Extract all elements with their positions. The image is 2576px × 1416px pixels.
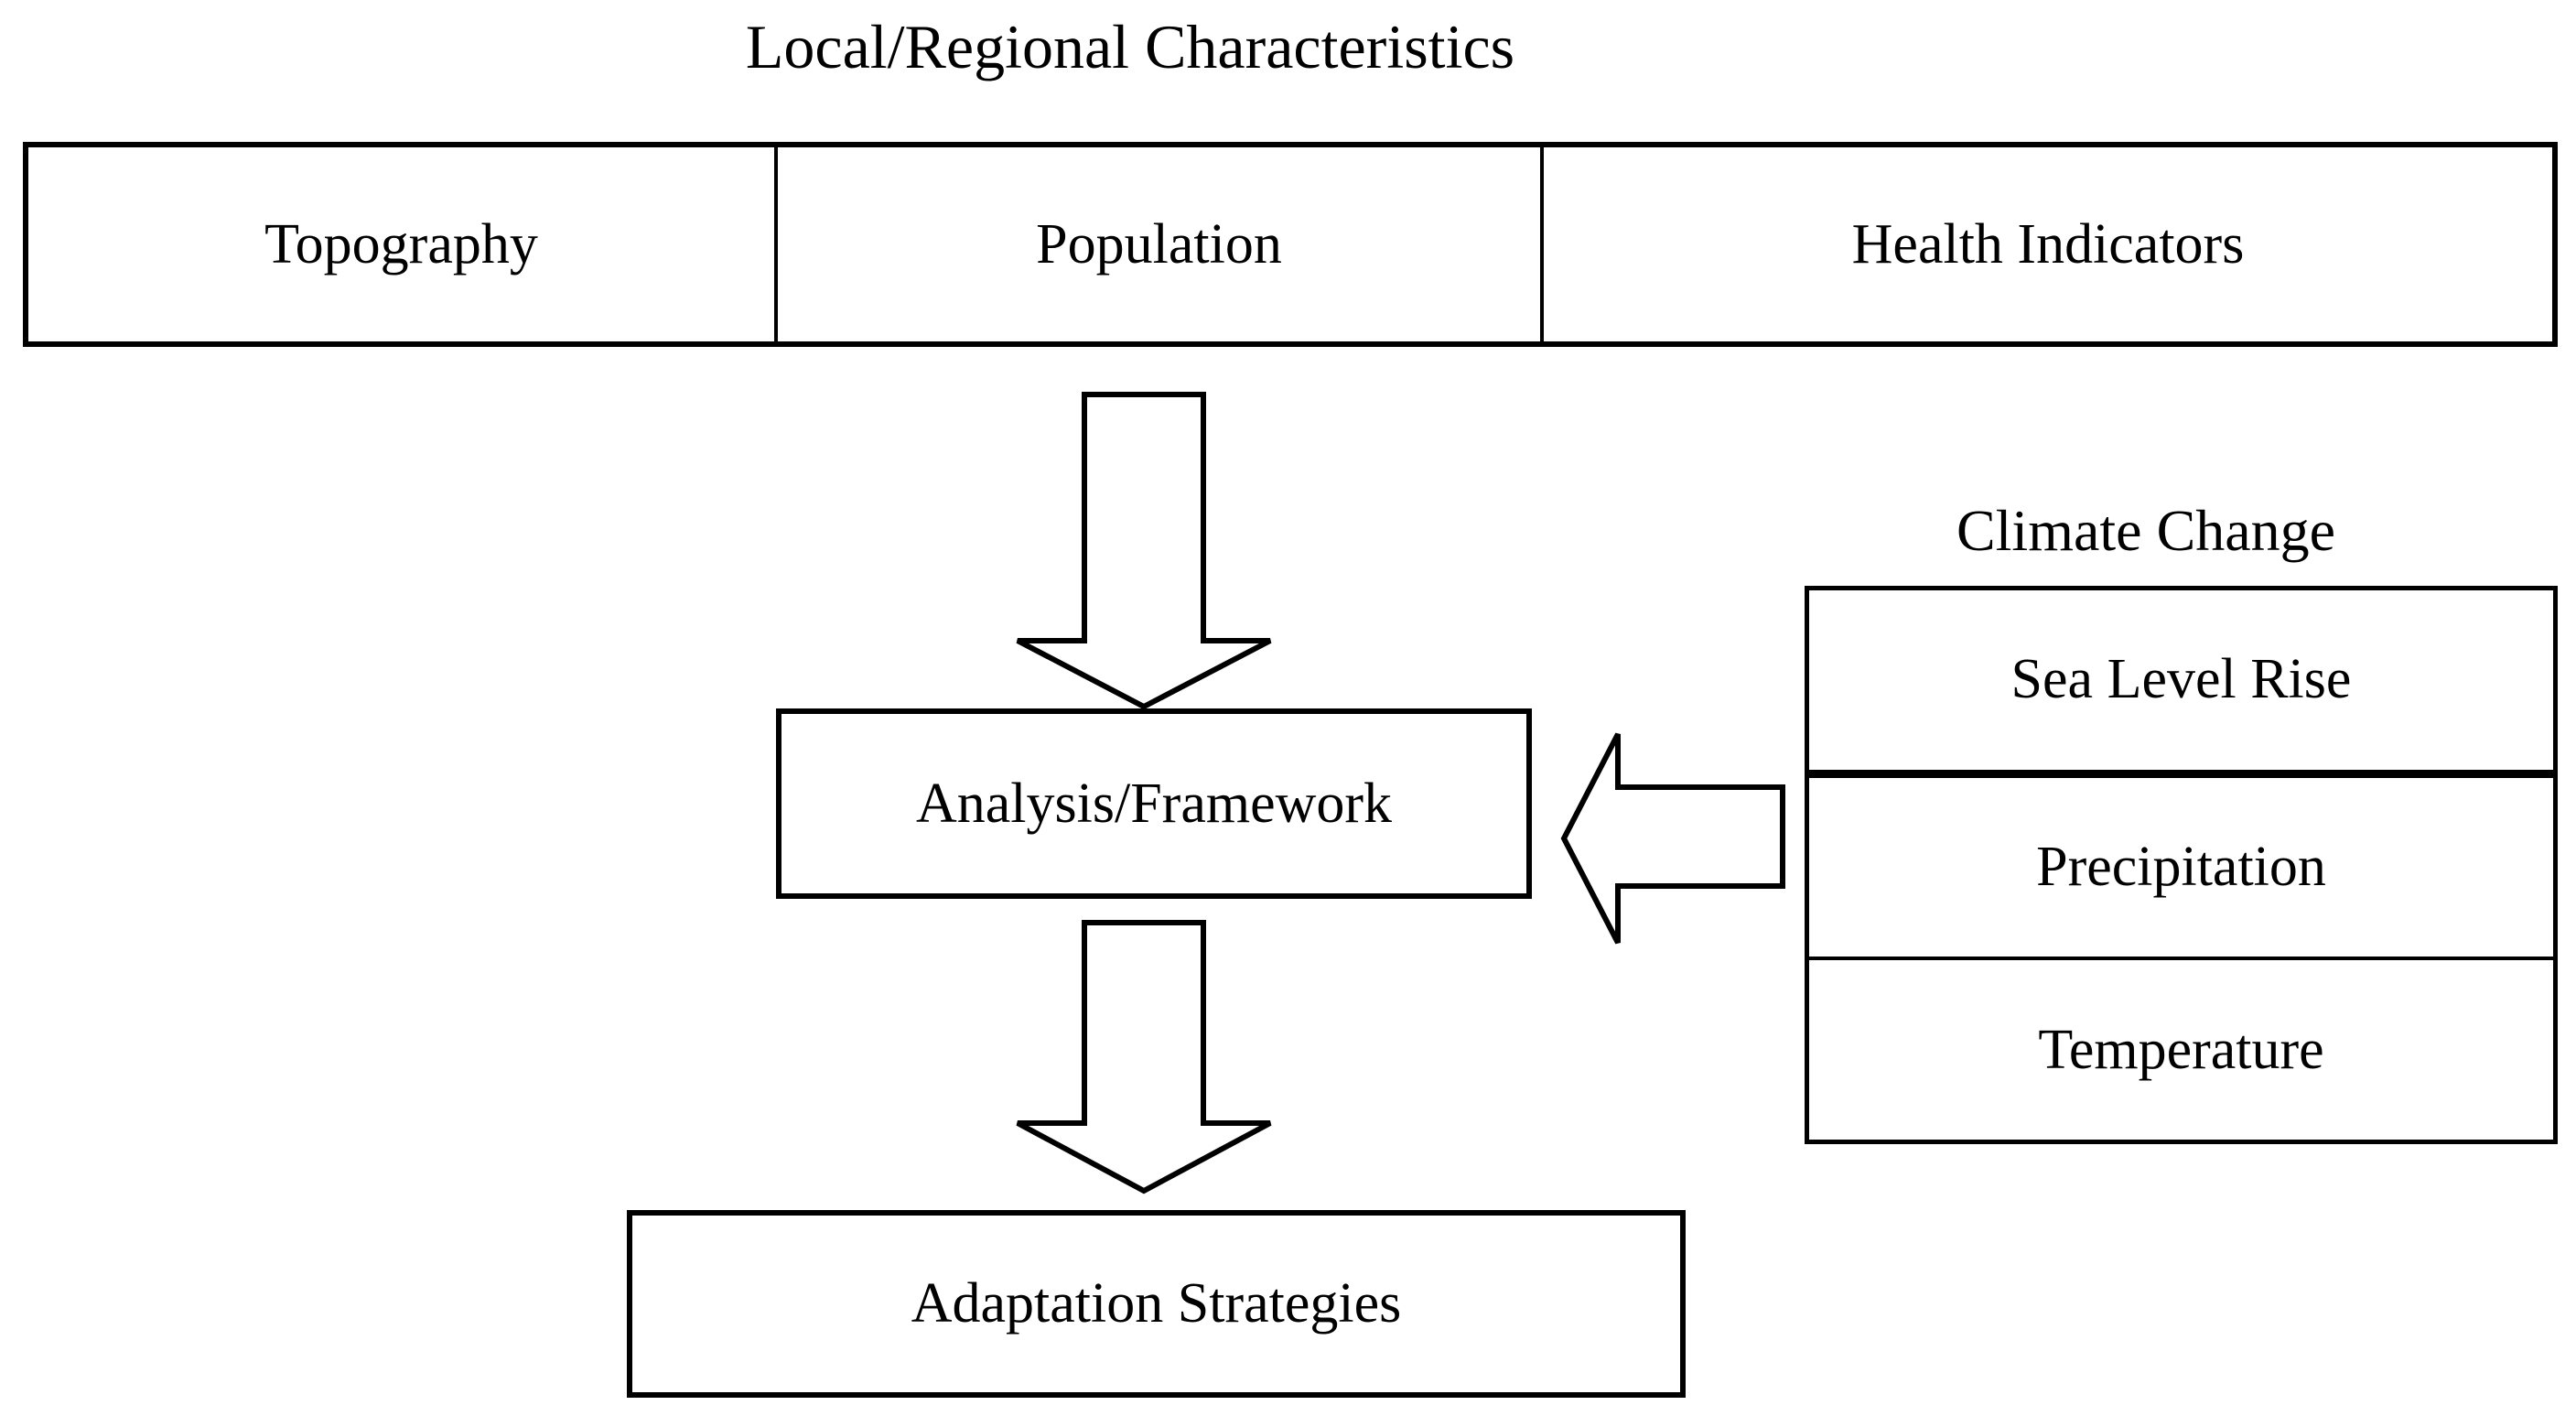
table-row-sea-level-rise: Sea Level Rise xyxy=(2010,648,2352,711)
climate-change-table: Sea Level Rise Precipitation Temperature xyxy=(1805,586,2558,1144)
adaptation-strategies-box: Adaptation Strategies xyxy=(627,1210,1686,1398)
local-regional-characteristics-title: Local/Regional Characteristics xyxy=(745,12,1515,81)
adaptation-strategies-label: Adaptation Strategies xyxy=(911,1272,1402,1335)
down-arrow-icon xyxy=(1016,920,1272,1194)
climate-change-title: Climate Change xyxy=(1956,498,2336,563)
analysis-framework-label: Analysis/Framework xyxy=(915,772,1393,835)
table-row-precipitation: Precipitation xyxy=(1809,769,2553,957)
left-arrow-icon xyxy=(1560,732,1785,945)
table-row-temperature: Temperature xyxy=(1809,957,2553,1140)
local-characteristics-table: Topography Population Health Indicators xyxy=(23,142,2558,347)
down-arrow-icon xyxy=(1016,392,1272,710)
table-cell-population: Population xyxy=(774,147,1540,341)
table-cell-topography: Topography xyxy=(264,212,538,276)
analysis-framework-box: Analysis/Framework xyxy=(776,708,1532,899)
table-cell-health-indicators: Health Indicators xyxy=(1540,147,2552,341)
